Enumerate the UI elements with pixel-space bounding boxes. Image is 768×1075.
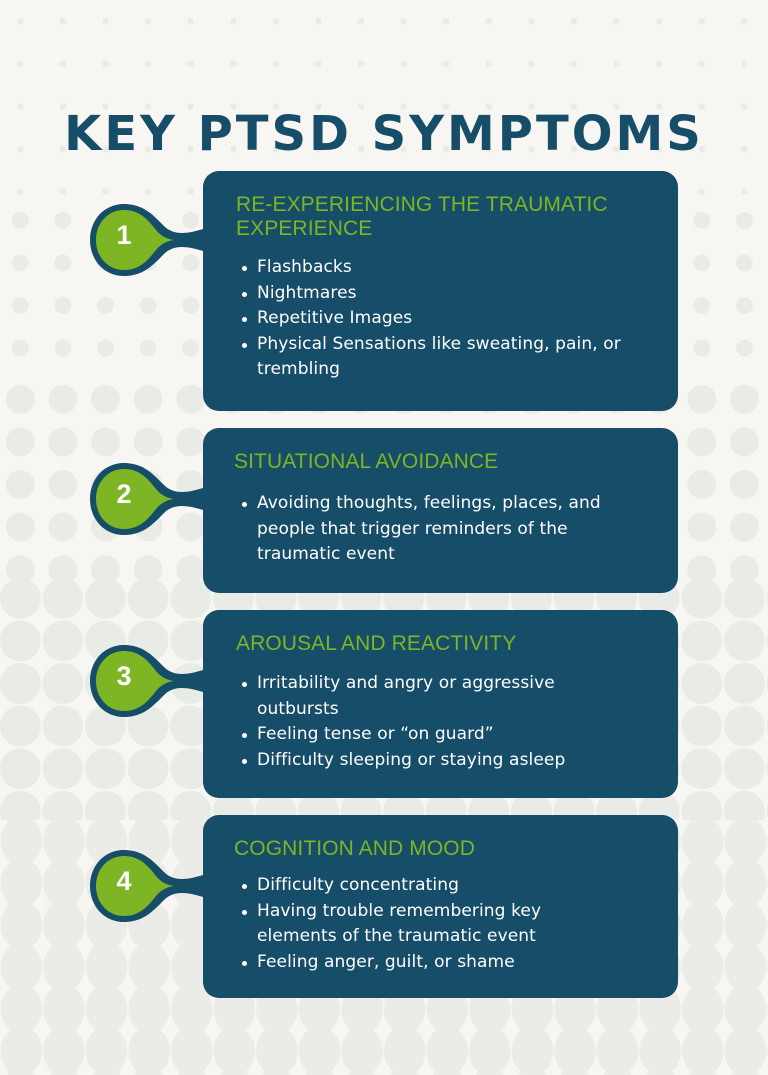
step-number: 1 <box>116 220 132 250</box>
section-heading: RE-EXPERIENCING THE TRAUMATIC EXPERIENCE <box>236 193 608 240</box>
list-item: Physical Sensations like sweating, pain,… <box>242 332 648 383</box>
symptom-list: Flashbacks Nightmares Repetitive Images … <box>236 255 648 383</box>
symptom-list: Difficulty concentrating Having trouble … <box>236 873 648 975</box>
list-item: Irritability and angry or aggressive out… <box>242 671 648 722</box>
symptom-card-arousal-reactivity: AROUSAL AND REACTIVITY Irritability and … <box>203 610 678 798</box>
section-heading: AROUSAL AND REACTIVITY <box>236 632 517 655</box>
section-heading: SITUATIONAL AVOIDANCE <box>234 450 499 473</box>
symptom-card-cognition-mood: COGNITION AND MOOD Difficulty concentrat… <box>203 815 678 998</box>
symptom-card-situational-avoidance: SITUATIONAL AVOIDANCE Avoiding thoughts,… <box>203 428 678 593</box>
list-item: Difficulty concentrating <box>242 873 648 899</box>
dot-pattern-background <box>0 0 768 200</box>
symptom-list: Irritability and angry or aggressive out… <box>236 671 648 773</box>
list-item: Having trouble remembering key elements … <box>242 899 648 950</box>
list-item: Avoiding thoughts, feelings, places, and… <box>242 491 648 568</box>
teardrop-connector-icon <box>90 850 206 922</box>
page-title: KEY PTSD SYMPTOMS <box>64 106 704 163</box>
step-badge-1: 1 <box>88 202 218 278</box>
step-number: 2 <box>116 479 132 509</box>
list-item: Feeling tense or “on guard” <box>242 722 648 748</box>
teardrop-connector-icon <box>90 204 206 276</box>
list-item: Feeling anger, guilt, or shame <box>242 950 648 976</box>
list-item: Flashbacks <box>242 255 648 281</box>
step-badge-4: 4 <box>88 848 218 924</box>
step-badge-2: 2 <box>88 461 218 537</box>
list-item: Nightmares <box>242 281 648 307</box>
symptom-list: Avoiding thoughts, feelings, places, and… <box>236 491 648 568</box>
teardrop-connector-icon <box>90 645 206 717</box>
step-badge-3: 3 <box>88 643 218 719</box>
list-item: Repetitive Images <box>242 306 648 332</box>
teardrop-connector-icon <box>90 463 206 535</box>
step-number: 4 <box>116 866 132 896</box>
list-item: Difficulty sleeping or staying asleep <box>242 748 648 774</box>
step-number: 3 <box>116 661 132 691</box>
symptom-card-re-experiencing: RE-EXPERIENCING THE TRAUMATIC EXPERIENCE… <box>203 171 678 411</box>
section-heading: COGNITION AND MOOD <box>234 837 475 860</box>
